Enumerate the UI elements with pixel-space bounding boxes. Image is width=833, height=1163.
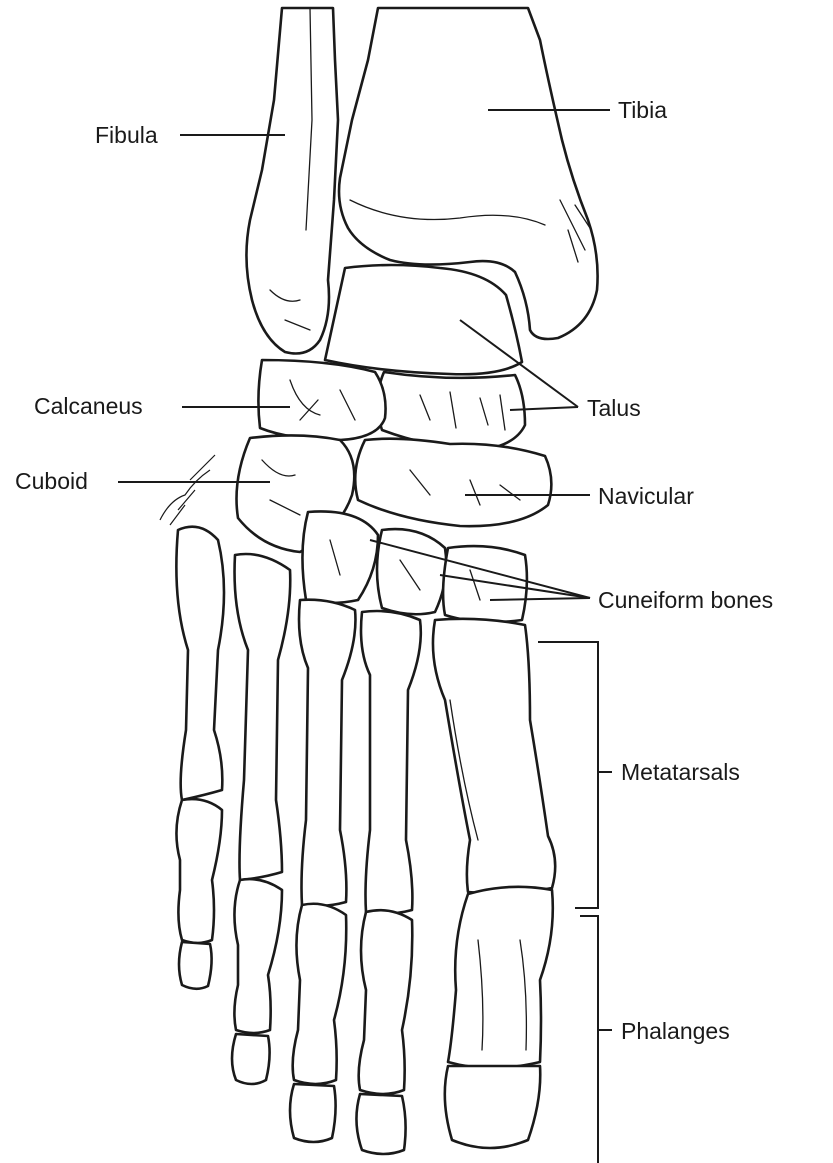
tibia-label: Tibia (618, 99, 667, 122)
metatarsals-label: Metatarsals (621, 761, 740, 784)
navicular-label: Navicular (598, 485, 694, 508)
artist-signature (160, 455, 215, 525)
calcaneus-label: Calcaneus (34, 395, 143, 418)
phalanges-bracket (580, 916, 598, 1163)
cuneiform-label: Cuneiform bones (598, 589, 773, 612)
fibula-label: Fibula (95, 124, 158, 147)
cuboid-label: Cuboid (15, 470, 88, 493)
phalanges-label: Phalanges (621, 1020, 730, 1043)
calcaneus-bone (258, 360, 385, 440)
navicular-bone (355, 439, 551, 526)
talus-label: Talus (587, 397, 641, 420)
fibula-bone (246, 8, 338, 354)
